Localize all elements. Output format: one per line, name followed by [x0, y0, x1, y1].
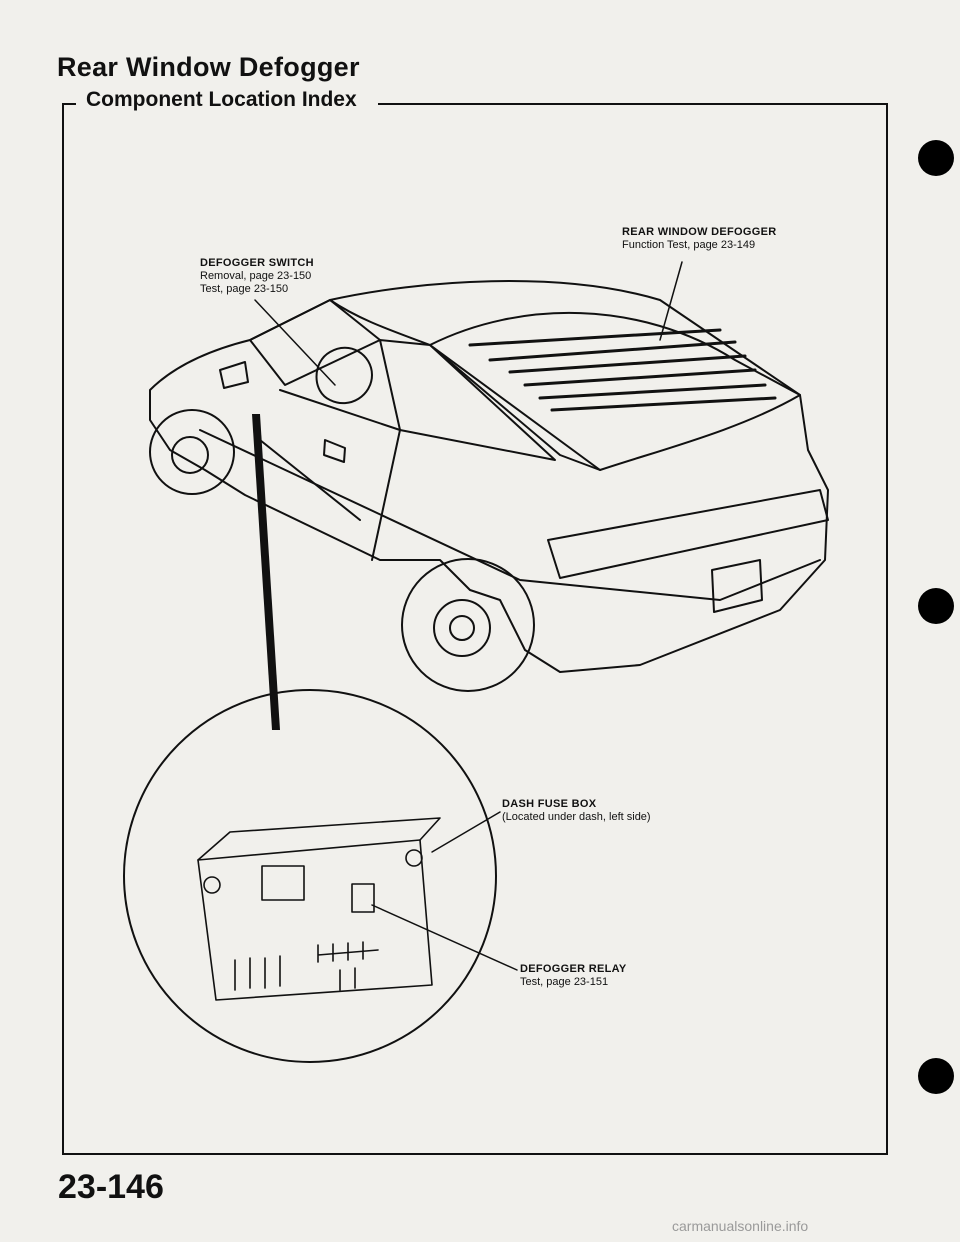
fuse-box-pointer	[252, 414, 280, 730]
door-line	[259, 389, 401, 561]
callout-rear-window-defogger: REAR WINDOW DEFOGGER Function Test, page…	[622, 226, 777, 252]
callout-defogger-relay: DEFOGGER RELAY Test, page 23-151	[520, 963, 626, 989]
page-title: Rear Window Defogger	[57, 52, 360, 82]
section-title: Component Location Index	[86, 88, 357, 111]
rear-hubcap	[433, 599, 491, 657]
car-body-outline	[149, 280, 829, 673]
callout-dash-fuse-box: DASH FUSE BOX (Located under dash, left …	[502, 798, 651, 824]
fuse-row	[317, 941, 379, 963]
callout-reference: Test, page 23-151	[520, 976, 609, 989]
fuse-slots	[234, 955, 356, 991]
callout-name: REAR WINDOW DEFOGGER	[622, 226, 777, 238]
defogger-relay-leader	[371, 904, 518, 971]
fuse-box-detail-circle	[123, 689, 497, 1063]
rear-window-defogger-leader	[659, 261, 683, 341]
page-number: 23-146	[58, 1168, 164, 1206]
frame-top-left-rule	[62, 103, 76, 105]
mount-hole-right	[405, 849, 423, 867]
rear-glass	[429, 311, 801, 471]
mount-hole-left	[203, 876, 221, 894]
rear-hub-center	[449, 615, 475, 641]
defogger-grid-lines	[468, 328, 777, 412]
callout-name: DEFOGGER SWITCH	[200, 257, 314, 269]
defogger-relay-shape	[351, 883, 375, 913]
content-frame	[62, 103, 888, 1155]
callout-reference: Removal, page 23-150	[200, 270, 312, 283]
rear-wheel	[401, 558, 535, 692]
tail-light-bar	[547, 489, 829, 579]
relay-block	[261, 865, 305, 901]
callout-name: DASH FUSE BOX	[502, 798, 597, 810]
fuse-box-drawing	[197, 817, 441, 1001]
defogger-switch-leader	[254, 299, 336, 386]
fuse-box-outline	[197, 839, 433, 1001]
fuse-box-top	[197, 817, 441, 861]
fuse-box-leader	[431, 811, 501, 853]
car-illustration	[149, 280, 829, 692]
watermark: carmanualsonline.info	[672, 1218, 809, 1234]
side-mirror	[219, 361, 249, 389]
binder-hole	[918, 588, 954, 624]
frame-top-right-rule	[378, 103, 886, 105]
callout-reference: (Located under dash, left side)	[502, 811, 651, 824]
callout-defogger-switch: DEFOGGER SWITCH Removal, page 23-150 Tes…	[200, 257, 314, 297]
steering-wheel	[315, 346, 373, 405]
license-plate	[711, 559, 763, 613]
body-stripe	[199, 429, 821, 601]
side-window	[379, 339, 556, 461]
binder-hole	[918, 140, 954, 176]
front-windshield	[249, 299, 381, 386]
door-handle	[323, 439, 346, 463]
front-wheel	[149, 409, 235, 495]
binder-hole	[918, 1058, 954, 1094]
callout-name: DEFOGGER RELAY	[520, 963, 627, 975]
callout-reference: Test, page 23-150	[200, 283, 289, 296]
callout-reference: Function Test, page 23-149	[622, 239, 756, 252]
front-hubcap	[171, 436, 209, 474]
